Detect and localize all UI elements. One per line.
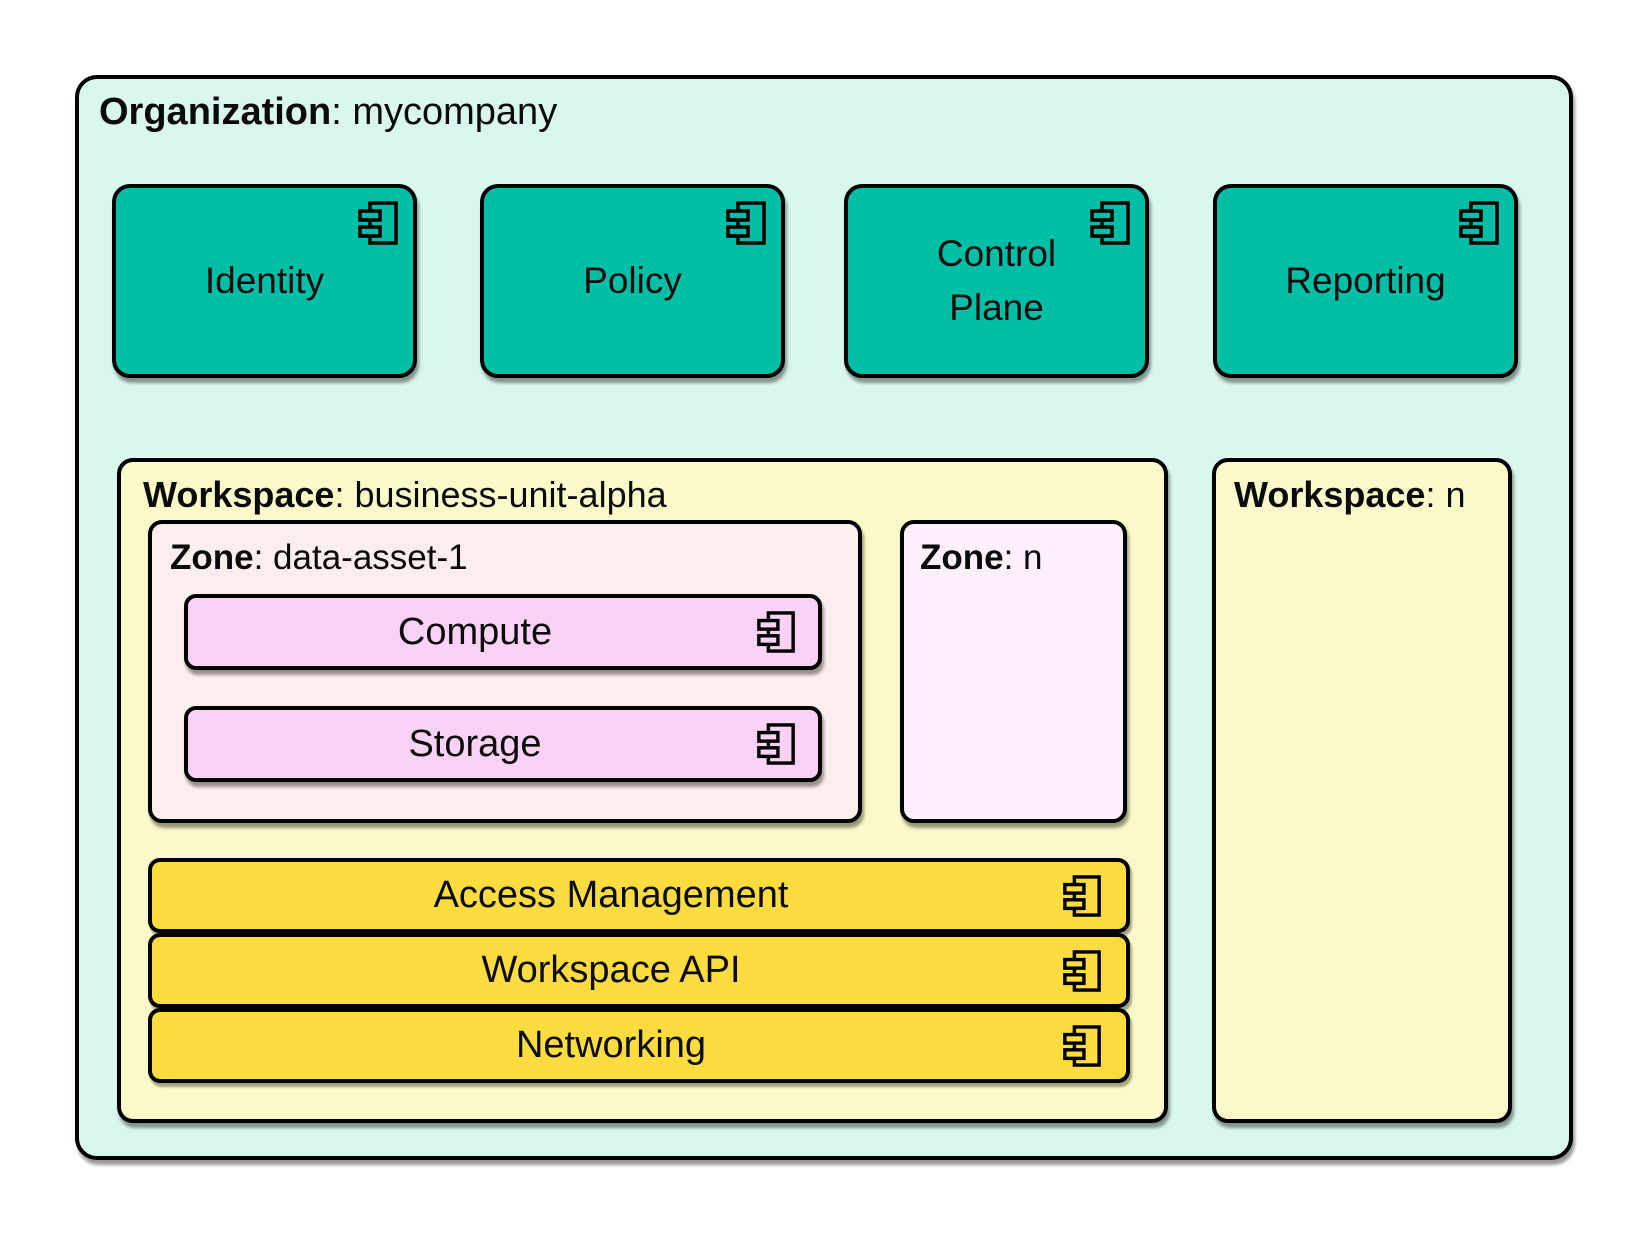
component-control-plane: Control Plane xyxy=(844,184,1149,378)
workspace-n-container: Workspace: n xyxy=(1212,458,1512,1123)
uml-component-icon xyxy=(757,611,795,653)
uml-component-icon xyxy=(1459,201,1499,245)
workspace-label-value: : business-unit-alpha xyxy=(334,474,667,515)
component-label: Policy xyxy=(583,260,682,302)
zone-label-value: : data-asset-1 xyxy=(253,538,468,577)
zone-n-label-value: : n xyxy=(1003,538,1043,577)
component-identity: Identity xyxy=(112,184,417,378)
organization-container: Organization: mycompany Identity Policy … xyxy=(75,75,1573,1160)
uml-component-icon xyxy=(358,201,398,245)
workspace-n-label-value: : n xyxy=(1425,474,1466,515)
uml-component-icon xyxy=(1063,1024,1101,1067)
component-compute: Compute xyxy=(184,594,822,670)
zone-n-container: Zone: n xyxy=(900,520,1127,823)
zone-data-asset-1-container: Zone: data-asset-1 Compute Storage xyxy=(148,520,862,823)
component-label: Networking xyxy=(515,1024,707,1066)
workspace-business-unit-alpha-container: Workspace: business-unit-alpha Zone: dat… xyxy=(117,458,1168,1123)
workspace-n-label-key: Workspace xyxy=(1234,474,1426,515)
component-reporting: Reporting xyxy=(1213,184,1518,378)
uml-component-icon xyxy=(1090,201,1130,245)
uml-component-icon xyxy=(726,201,766,245)
zone-label: Zone: data-asset-1 xyxy=(170,538,468,578)
organization-label: Organization: mycompany xyxy=(99,91,557,134)
component-label: Identity xyxy=(204,260,325,302)
organization-label-key: Organization xyxy=(99,91,332,133)
component-workspace-api: Workspace API xyxy=(148,933,1130,1008)
component-label: Workspace API xyxy=(481,949,741,991)
component-storage: Storage xyxy=(184,706,822,782)
zone-label-key: Zone xyxy=(170,538,254,577)
zone-n-label: Zone: n xyxy=(920,538,1043,578)
workspace-n-label: Workspace: n xyxy=(1234,474,1465,516)
zone-n-label-key: Zone xyxy=(920,538,1004,577)
workspace-label-key: Workspace xyxy=(143,474,335,515)
component-label: Reporting xyxy=(1285,260,1446,302)
component-policy: Policy xyxy=(480,184,785,378)
uml-component-icon xyxy=(1063,874,1101,917)
uml-component-icon xyxy=(1063,949,1101,992)
component-label: Storage xyxy=(408,722,542,765)
component-networking: Networking xyxy=(148,1008,1130,1083)
uml-component-icon xyxy=(757,723,795,765)
component-label: Compute xyxy=(397,610,553,653)
component-label: Control Plane xyxy=(936,233,1057,328)
component-access-management: Access Management xyxy=(148,858,1130,933)
workspace-label: Workspace: business-unit-alpha xyxy=(143,474,667,516)
organization-label-value: : mycompany xyxy=(331,91,558,133)
component-label: Access Management xyxy=(433,874,789,916)
